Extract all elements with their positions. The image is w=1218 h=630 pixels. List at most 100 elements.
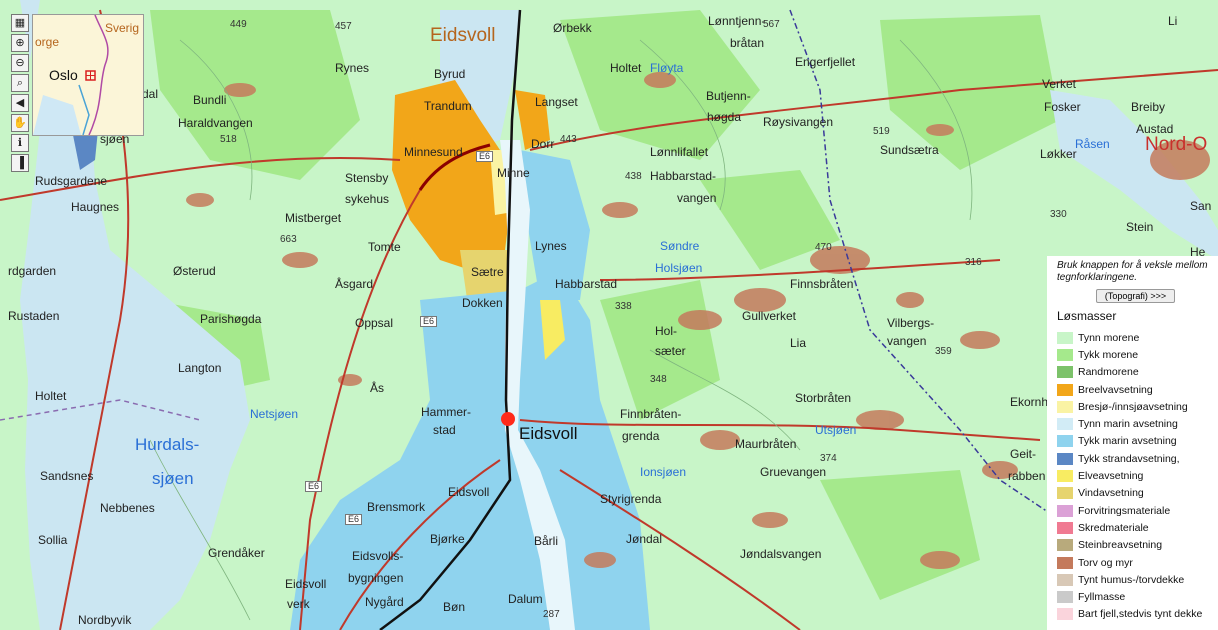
spot-height-label: 316: [965, 257, 982, 268]
place-label-stein: Stein: [1126, 220, 1154, 234]
legend-swatch: [1057, 470, 1073, 483]
place-label-bon: Bøn: [443, 600, 466, 614]
place-label-nygard: Nygård: [365, 595, 404, 609]
place-label-hammer: Hammer-: [421, 405, 471, 419]
place-label-dalum: Dalum: [508, 592, 543, 606]
place-label-langton: Langton: [178, 361, 222, 375]
legend-item: Tynn morene: [1057, 329, 1214, 346]
overview-label-sverige: Sverig: [105, 21, 140, 35]
place-label-gullverket: Gullverket: [742, 309, 797, 323]
legend-swatch: [1057, 487, 1073, 500]
place-label-rdgarden: rdgarden: [8, 264, 57, 278]
zoom-out-button[interactable]: ⊖: [11, 54, 29, 72]
place-label-li: Li: [1168, 14, 1178, 28]
zoom-in-button[interactable]: ⊕: [11, 34, 29, 52]
place-label-netsjoen: Netsjøen: [250, 407, 299, 421]
place-label-royslvangen: Røysivangen: [763, 115, 834, 129]
zoom-box-button[interactable]: ⌕: [11, 74, 29, 92]
place-label-eidsvoll-s: Eidsvoll: [448, 485, 490, 499]
legend-label: Bresjø-/innsjøavsetning: [1078, 400, 1188, 413]
place-label-bundli: Bundli: [193, 93, 227, 107]
region-label-nord-odal: Nord-O: [1145, 134, 1208, 155]
place-label-jondal: Jøndal: [626, 532, 663, 546]
county-boundary: [789, 9, 1061, 521]
e6-highway: [418, 143, 491, 191]
spot-height-label: 374: [820, 453, 837, 464]
info-button[interactable]: ℹ: [11, 134, 29, 152]
legend-swatch: [1057, 418, 1073, 431]
legend-toggle-button[interactable]: (Topografi) >>>: [1095, 289, 1176, 303]
municipal-boundary: [0, 399, 201, 421]
legend-label: Steinbreavsetning: [1078, 539, 1163, 552]
place-label-sondre: Søndre: [660, 239, 700, 253]
back-button[interactable]: ◀: [11, 94, 29, 112]
place-label-nebbenes: Nebbenes: [100, 501, 155, 515]
legend-label: Vindavsetning: [1078, 487, 1144, 500]
legend-item: Torv og myr: [1057, 554, 1214, 571]
full-extent-button[interactable]: ▦: [11, 14, 29, 32]
legend-label: Breelvavsetning: [1078, 383, 1153, 396]
legend-swatch: [1057, 521, 1073, 534]
legend-item: Skredmateriale: [1057, 519, 1214, 536]
hurdalssjoen-lake: [20, 110, 250, 630]
legend-label: Tynn marin avsetning: [1078, 418, 1178, 431]
legend-swatch: [1057, 539, 1073, 552]
legend-label: Elveavsetning: [1078, 470, 1144, 483]
legend-label: Skredmateriale: [1078, 521, 1149, 534]
legend-toggle-button[interactable]: ▐: [11, 154, 29, 172]
legend-item: Tykk strandavsetning,: [1057, 450, 1214, 467]
info-icon: ℹ: [17, 137, 23, 149]
place-label-holsjoen: Holsjøen: [655, 261, 703, 275]
legend-item: Randmorene: [1057, 364, 1214, 381]
place-label-dal: dal: [142, 87, 159, 101]
place-label-austad: Austad: [1136, 122, 1174, 136]
place-label-maurbraten: Maurbråten: [735, 437, 797, 451]
spot-height-label: 519: [873, 126, 890, 137]
legend-item: Steinbreavsetning: [1057, 537, 1214, 554]
place-label-minnesund: Minnesund: [404, 145, 463, 159]
legend-label: Tykk marin avsetning: [1078, 435, 1177, 448]
legend-item: Bart fjell,stedvis tynt dekke: [1057, 606, 1214, 623]
place-label-trandum: Trandum: [424, 99, 472, 113]
place-label-gruevangen: Gruevangen: [760, 465, 827, 479]
place-label-lokker: Løkker: [1040, 147, 1077, 161]
pan-button[interactable]: ✋: [11, 114, 29, 132]
spot-height-label: 567: [763, 19, 780, 30]
spot-height-label: 330: [1050, 209, 1067, 220]
place-label-sjoen-nw: sjøen: [100, 132, 130, 146]
place-label-rustaden: Rustaden: [8, 309, 60, 323]
place-label-floyta: Fløyta: [650, 61, 684, 75]
place-label-styrigrenda: Styrigrenda: [600, 492, 662, 506]
pan-hand-icon: ✋: [13, 117, 27, 129]
spot-height-label: 663: [280, 234, 297, 245]
place-label-verket: Verket: [1042, 77, 1077, 91]
legend-swatch: [1057, 435, 1073, 448]
legend-item: Tynn marin avsetning: [1057, 415, 1214, 432]
legend-swatch: [1057, 348, 1073, 361]
rasen-lake: [1050, 90, 1218, 260]
place-label-jondalsvangen: Jøndalsvangen: [740, 547, 822, 561]
place-label-bygningen: bygningen: [348, 571, 404, 585]
place-label-habbarstad-v: Habbarstad-: [650, 169, 717, 183]
place-label-lonntjenn: Lønntjenn-: [708, 14, 766, 28]
place-label-langset: Langset: [535, 95, 578, 109]
place-label-fosker: Fosker: [1044, 100, 1081, 114]
road-shield-e6: E6: [476, 151, 494, 162]
legend-label: Forvitringsmateriale: [1078, 504, 1171, 517]
place-label-osterud: Østerud: [173, 264, 216, 278]
place-label-rabben: rabben: [1008, 469, 1046, 483]
lake-label-hurdalssjoen-2: sjøen: [152, 469, 194, 488]
overview-map[interactable]: orge Sverig Oslo: [32, 14, 144, 136]
place-label-haraldvangen: Haraldvangen: [178, 116, 253, 130]
thick-marine-lynes: [520, 150, 590, 300]
legend-info-text: Bruk knappen for å veksle mellom tegnfor…: [1057, 260, 1208, 283]
place-label-hogda: høgda: [707, 110, 742, 124]
legend-label: Tykk morene: [1078, 348, 1139, 361]
place-label-dokken: Dokken: [462, 296, 503, 310]
place-label-tomte: Tomte: [368, 240, 401, 254]
legend-swatch: [1057, 608, 1073, 621]
place-label-parishogda: Parishøgda: [200, 312, 262, 326]
